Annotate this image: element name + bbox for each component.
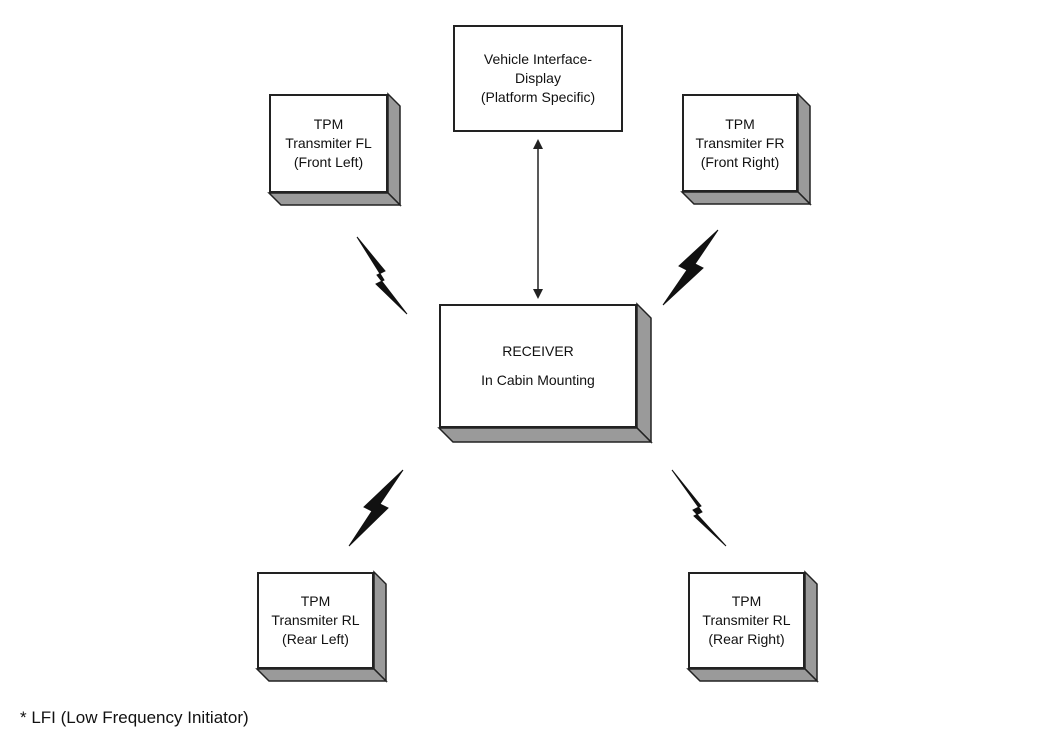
- transmitter-fr-line1: TPM: [725, 115, 755, 132]
- transmitter-rr-line1: TPM: [731, 593, 762, 609]
- receiver-title: RECEIVER: [502, 343, 574, 359]
- transmitter-rl-line3: (Rear Left): [282, 631, 349, 647]
- transmitter-fl-box: TPM Transmiter FL (Front Left): [269, 94, 388, 193]
- transmitter-fl-shadow-bottom: [267, 192, 402, 206]
- footnote-lfi: * LFI (Low Frequency Initiator): [20, 708, 249, 727]
- transmitter-fr-line2: Transmiter FR: [695, 134, 785, 151]
- transmitter-rl-box: TPM Transmiter RL (Rear Left): [257, 572, 374, 669]
- transmitter-rl-shadow: [373, 570, 387, 683]
- receiver-box: RECEIVER In Cabin Mounting: [439, 304, 637, 428]
- transmitter-fr-box: TPM Transmiter FR (Front Right): [682, 94, 798, 192]
- lightning-bolt-rr-icon: [671, 469, 727, 547]
- transmitter-rl-shadow-bottom: [255, 668, 388, 682]
- transmitter-fl-line1: TPM: [313, 116, 344, 132]
- transmitter-fl-line2: Transmiter FL: [285, 135, 372, 151]
- receiver-subtitle: In Cabin Mounting: [481, 372, 595, 388]
- lightning-bolt-fl-icon: [356, 236, 408, 315]
- vehicle-interface-line2: Display: [515, 70, 561, 86]
- vehicle-interface-line3: (Platform Specific): [480, 89, 596, 105]
- lightning-bolt-fr-icon: [662, 229, 719, 306]
- transmitter-rr-shadow: [804, 570, 818, 683]
- transmitter-fl-shadow: [387, 92, 401, 207]
- vehicle-interface-display-box: Vehicle Interface- Display (Platform Spe…: [453, 25, 623, 132]
- transmitter-rr-line2: Transmiter RL: [702, 612, 791, 628]
- transmitter-fr-shadow-bottom: [680, 191, 812, 205]
- transmitter-rl-line1: TPM: [300, 593, 331, 609]
- vehicle-interface-line1: Vehicle Interface-: [483, 51, 593, 67]
- transmitter-rr-box: TPM Transmiter RL (Rear Right): [688, 572, 805, 669]
- receiver-shadow: [636, 302, 652, 444]
- transmitter-rr-shadow-bottom: [686, 668, 819, 682]
- transmitter-rl-line2: Transmiter RL: [271, 612, 360, 628]
- transmitter-rr-line3: (Rear Right): [708, 631, 785, 647]
- transmitter-fr-line3: (Front Right): [700, 153, 780, 170]
- transmitter-fr-shadow: [797, 92, 811, 206]
- transmitter-fl-line3: (Front Left): [293, 154, 364, 170]
- receiver-shadow-bottom: [437, 427, 653, 443]
- lightning-bolt-rl-icon: [348, 469, 404, 547]
